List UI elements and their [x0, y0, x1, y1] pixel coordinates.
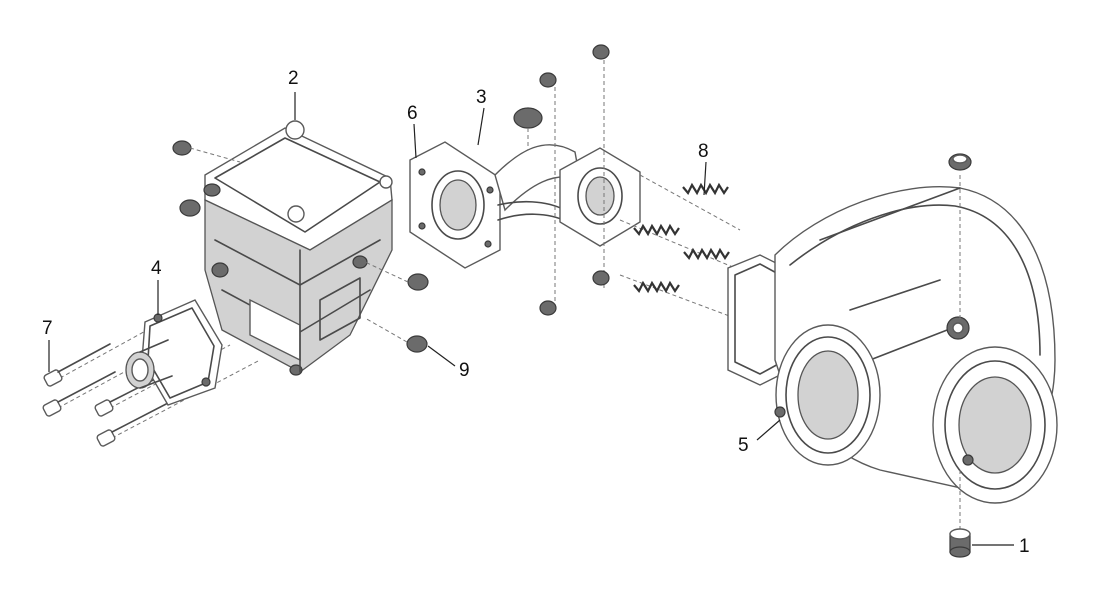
- callout-9: 9: [459, 360, 470, 381]
- spring-set-part-8: [619, 174, 741, 321]
- bolt: [43, 322, 161, 387]
- nut-set: [539, 44, 610, 316]
- gasket-part-6: [409, 141, 501, 269]
- bolt: [42, 327, 206, 417]
- bolt: [96, 359, 261, 447]
- housing-part-5: [727, 175, 1058, 530]
- callout-3: 3: [476, 87, 487, 108]
- flange-part-4: [125, 299, 223, 406]
- callout-labels: 2 3 6 4 7 8 9 5 1: [42, 68, 1030, 557]
- callout-7: 7: [42, 318, 53, 339]
- nut-set-part-9: [364, 261, 429, 353]
- callout-6: 6: [407, 103, 418, 124]
- valve-body-part-2: [179, 120, 393, 376]
- leader-lines: [48, 92, 1014, 546]
- callout-5: 5: [738, 435, 749, 456]
- nut: [172, 140, 241, 163]
- cap-part-1: [948, 153, 972, 558]
- flange-plate: [554, 60, 641, 305]
- callout-2: 2: [288, 68, 299, 89]
- callout-4: 4: [151, 258, 162, 279]
- callout-1: 1: [1019, 536, 1030, 557]
- callout-8: 8: [698, 141, 709, 162]
